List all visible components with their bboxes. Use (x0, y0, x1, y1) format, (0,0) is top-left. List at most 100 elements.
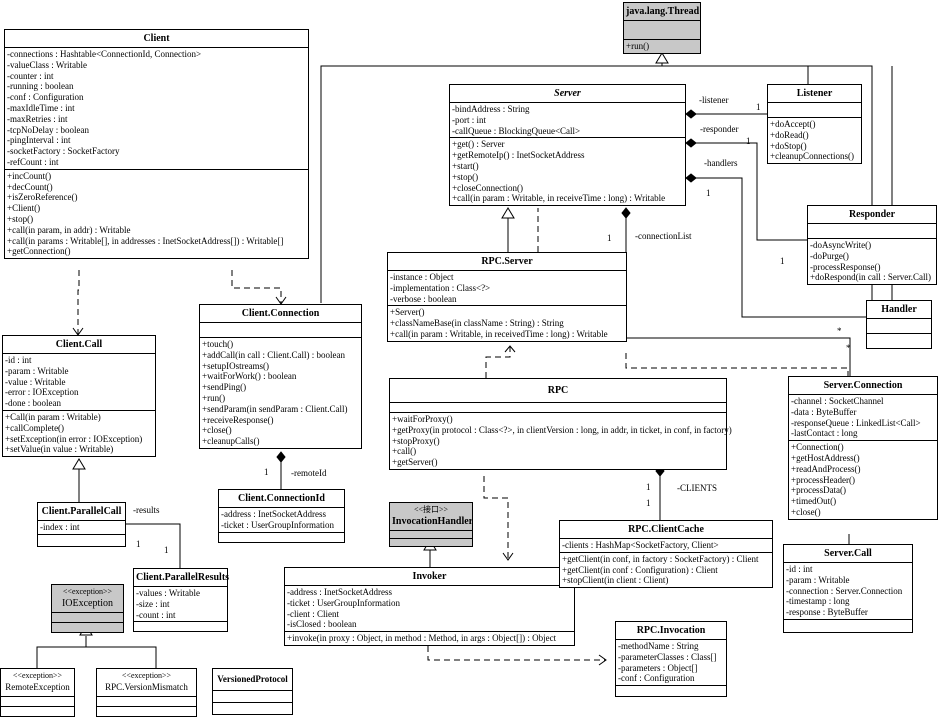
class-remote-exception[interactable]: <<exception>> RemoteException (0, 668, 75, 717)
attribute: -maxIdleTime : int (7, 102, 75, 113)
class-java-lang-thread[interactable]: java.lang.Thread +run() (623, 2, 701, 54)
attributes-section (768, 103, 861, 118)
methods-section (390, 539, 472, 546)
methods-section: +run() (624, 40, 700, 53)
attributes-section (390, 403, 726, 413)
method: +readAndProcess() (791, 463, 861, 474)
methods-section (219, 533, 344, 542)
class-listener[interactable]: Listener +doAccept() +doRead() +doStop()… (767, 84, 862, 165)
method: -processResponse() (810, 261, 881, 272)
gen-triangle-server (501, 207, 515, 219)
method: +setException(in error : IOException) (5, 433, 143, 444)
attribute: -callQueue : BlockingQueue<Call> (452, 125, 581, 136)
methods-section: +waitForProxy() +getProxy(in protocol : … (390, 413, 732, 469)
gen-line-clientconn-thread (320, 65, 873, 303)
class-rpc-server[interactable]: RPC.Server -instance : Object -implement… (387, 252, 627, 342)
class-client-call[interactable]: Client.Call -id : int -param : Writable … (2, 335, 156, 458)
methods-section (134, 622, 227, 631)
attributes-section: -clients : HashMap<SocketFactory, Client… (560, 539, 772, 553)
method: +callComplete() (5, 422, 65, 433)
method: +stopProxy() (392, 435, 440, 446)
class-rpc-version-mismatch[interactable]: <<exception>> RPC.VersionMismatch (96, 668, 197, 717)
gen-remoteexc (36, 646, 157, 668)
attribute: -response : ByteBuffer (786, 607, 868, 618)
method: +close() (202, 425, 232, 436)
attribute: -running : boolean (7, 81, 74, 92)
gen-triangle-clientcall (72, 458, 86, 470)
method: +stop() (452, 171, 479, 182)
methods-section: +incCount() +decCount() +isZeroReference… (5, 170, 308, 258)
class-name: Server.Call (784, 545, 912, 563)
class-handler[interactable]: Handler (866, 300, 932, 349)
multiplicity-remoteid: 1 (264, 467, 269, 477)
class-client-parallel-results[interactable]: Client.ParallelResults -values : Writabl… (133, 568, 229, 633)
attributes-section (808, 224, 936, 239)
class-name-text: RemoteException (5, 682, 70, 692)
class-versioned-protocol[interactable]: VersionedProtocol (212, 668, 293, 715)
multiplicity-clients-b: 1 (646, 498, 651, 508)
method: -doAsyncWrite() (810, 240, 872, 250)
class-name: Client.ParallelResults (134, 569, 229, 587)
class-server-call[interactable]: Server.Call -id : int -param : Writable … (783, 544, 913, 633)
attribute: -conf : Configuration (618, 673, 695, 684)
method: +getClient(in conf : Configuration) : Cl… (562, 564, 718, 575)
attribute: -port : int (452, 114, 486, 125)
class-responder[interactable]: Responder -doAsyncWrite() -doPurge() -pr… (807, 205, 937, 286)
attribute: -parameters : Object[] (618, 662, 698, 673)
class-client-connection[interactable]: Client.Connection +touch() +addCall(in c… (199, 304, 362, 449)
class-name: Server.Connection (789, 377, 937, 395)
attributes-section: -connections : Hashtable<ConnectionId, C… (5, 48, 308, 170)
class-client-connection-id[interactable]: Client.ConnectionId -address : InetSocke… (218, 489, 345, 543)
attribute: -error : IOException (5, 387, 79, 398)
method: +waitForProxy() (392, 414, 453, 424)
diamond-responder (685, 138, 697, 148)
method: +doRespond(in call : Server.Call) (810, 272, 932, 283)
attribute: -methodName : String (618, 641, 699, 651)
class-invoker[interactable]: Invoker -address : InetSocketAddress -ti… (284, 567, 575, 646)
attributes-section: -instance : Object -implementation : Cla… (388, 271, 626, 307)
class-name: RPC.Invocation (616, 622, 726, 640)
method: +setupIOstreams() (202, 360, 270, 371)
method: +touch() (202, 339, 234, 349)
method: +start() (452, 160, 479, 171)
method: +setValue(in value : Writable) (5, 444, 114, 455)
class-rpc-invocation[interactable]: RPC.Invocation -methodName : String -par… (615, 621, 727, 698)
class-server-connection[interactable]: Server.Connection -channel : SocketChann… (788, 376, 938, 520)
method: -doPurge() (810, 250, 849, 261)
method: +stop() (7, 213, 34, 224)
method: +getHostAddress() (791, 452, 860, 463)
gen-triangle-thread (655, 52, 669, 64)
method: +classNameBase(in className : String) : … (390, 318, 564, 329)
attributes-section: -methodName : String -parameterClasses :… (616, 640, 726, 687)
method: +invoke(in proxy : Object, in method : M… (287, 633, 557, 644)
class-client[interactable]: Client -connections : Hashtable<Connecti… (4, 29, 309, 260)
methods-section (52, 623, 123, 632)
attribute: -count : int (136, 609, 176, 620)
class-server[interactable]: Server -bindAddress : String -port : int… (449, 84, 686, 207)
class-invocation-handler[interactable]: <<接口>> InvocationHandler (389, 502, 473, 547)
class-name: <<exception>> RPC.VersionMismatch (97, 669, 196, 697)
attribute: -maxRetries : int (7, 113, 68, 124)
method: +call(in params : Writable[], in address… (7, 235, 284, 246)
method: +getProxy(in protocol : Class<?>, in cli… (392, 424, 732, 435)
arrow-rpc-invoker (502, 552, 514, 561)
method: +incCount() (7, 170, 52, 181)
class-client-parallel-call[interactable]: Client.ParallelCall -index : int (37, 502, 126, 547)
methods-section (616, 686, 726, 696)
class-name: RPC.ClientCache (560, 521, 772, 539)
multiplicity-results-b: 1 (164, 545, 169, 555)
class-rpc[interactable]: RPC +waitForProxy() +getProxy(in protoco… (389, 378, 732, 470)
method: +run() (202, 392, 226, 403)
method: +call() (392, 446, 417, 457)
method: +doStop() (770, 140, 807, 151)
attribute: -timestamp : long (786, 596, 850, 607)
attribute: -tcpNoDelay : boolean (7, 124, 89, 135)
method: +waitForWork() : boolean (202, 371, 297, 382)
class-io-exception[interactable]: <<exception>> IOException (51, 584, 124, 633)
stereotype: <<exception>> (121, 671, 172, 680)
attribute: -verbose : boolean (390, 293, 457, 304)
class-name: Invoker (285, 568, 574, 586)
attribute: -bindAddress : String (452, 104, 530, 114)
class-rpc-client-cache[interactable]: RPC.ClientCache -clients : HashMap<Socke… (559, 520, 773, 589)
class-name: RPC.Server (388, 253, 626, 271)
